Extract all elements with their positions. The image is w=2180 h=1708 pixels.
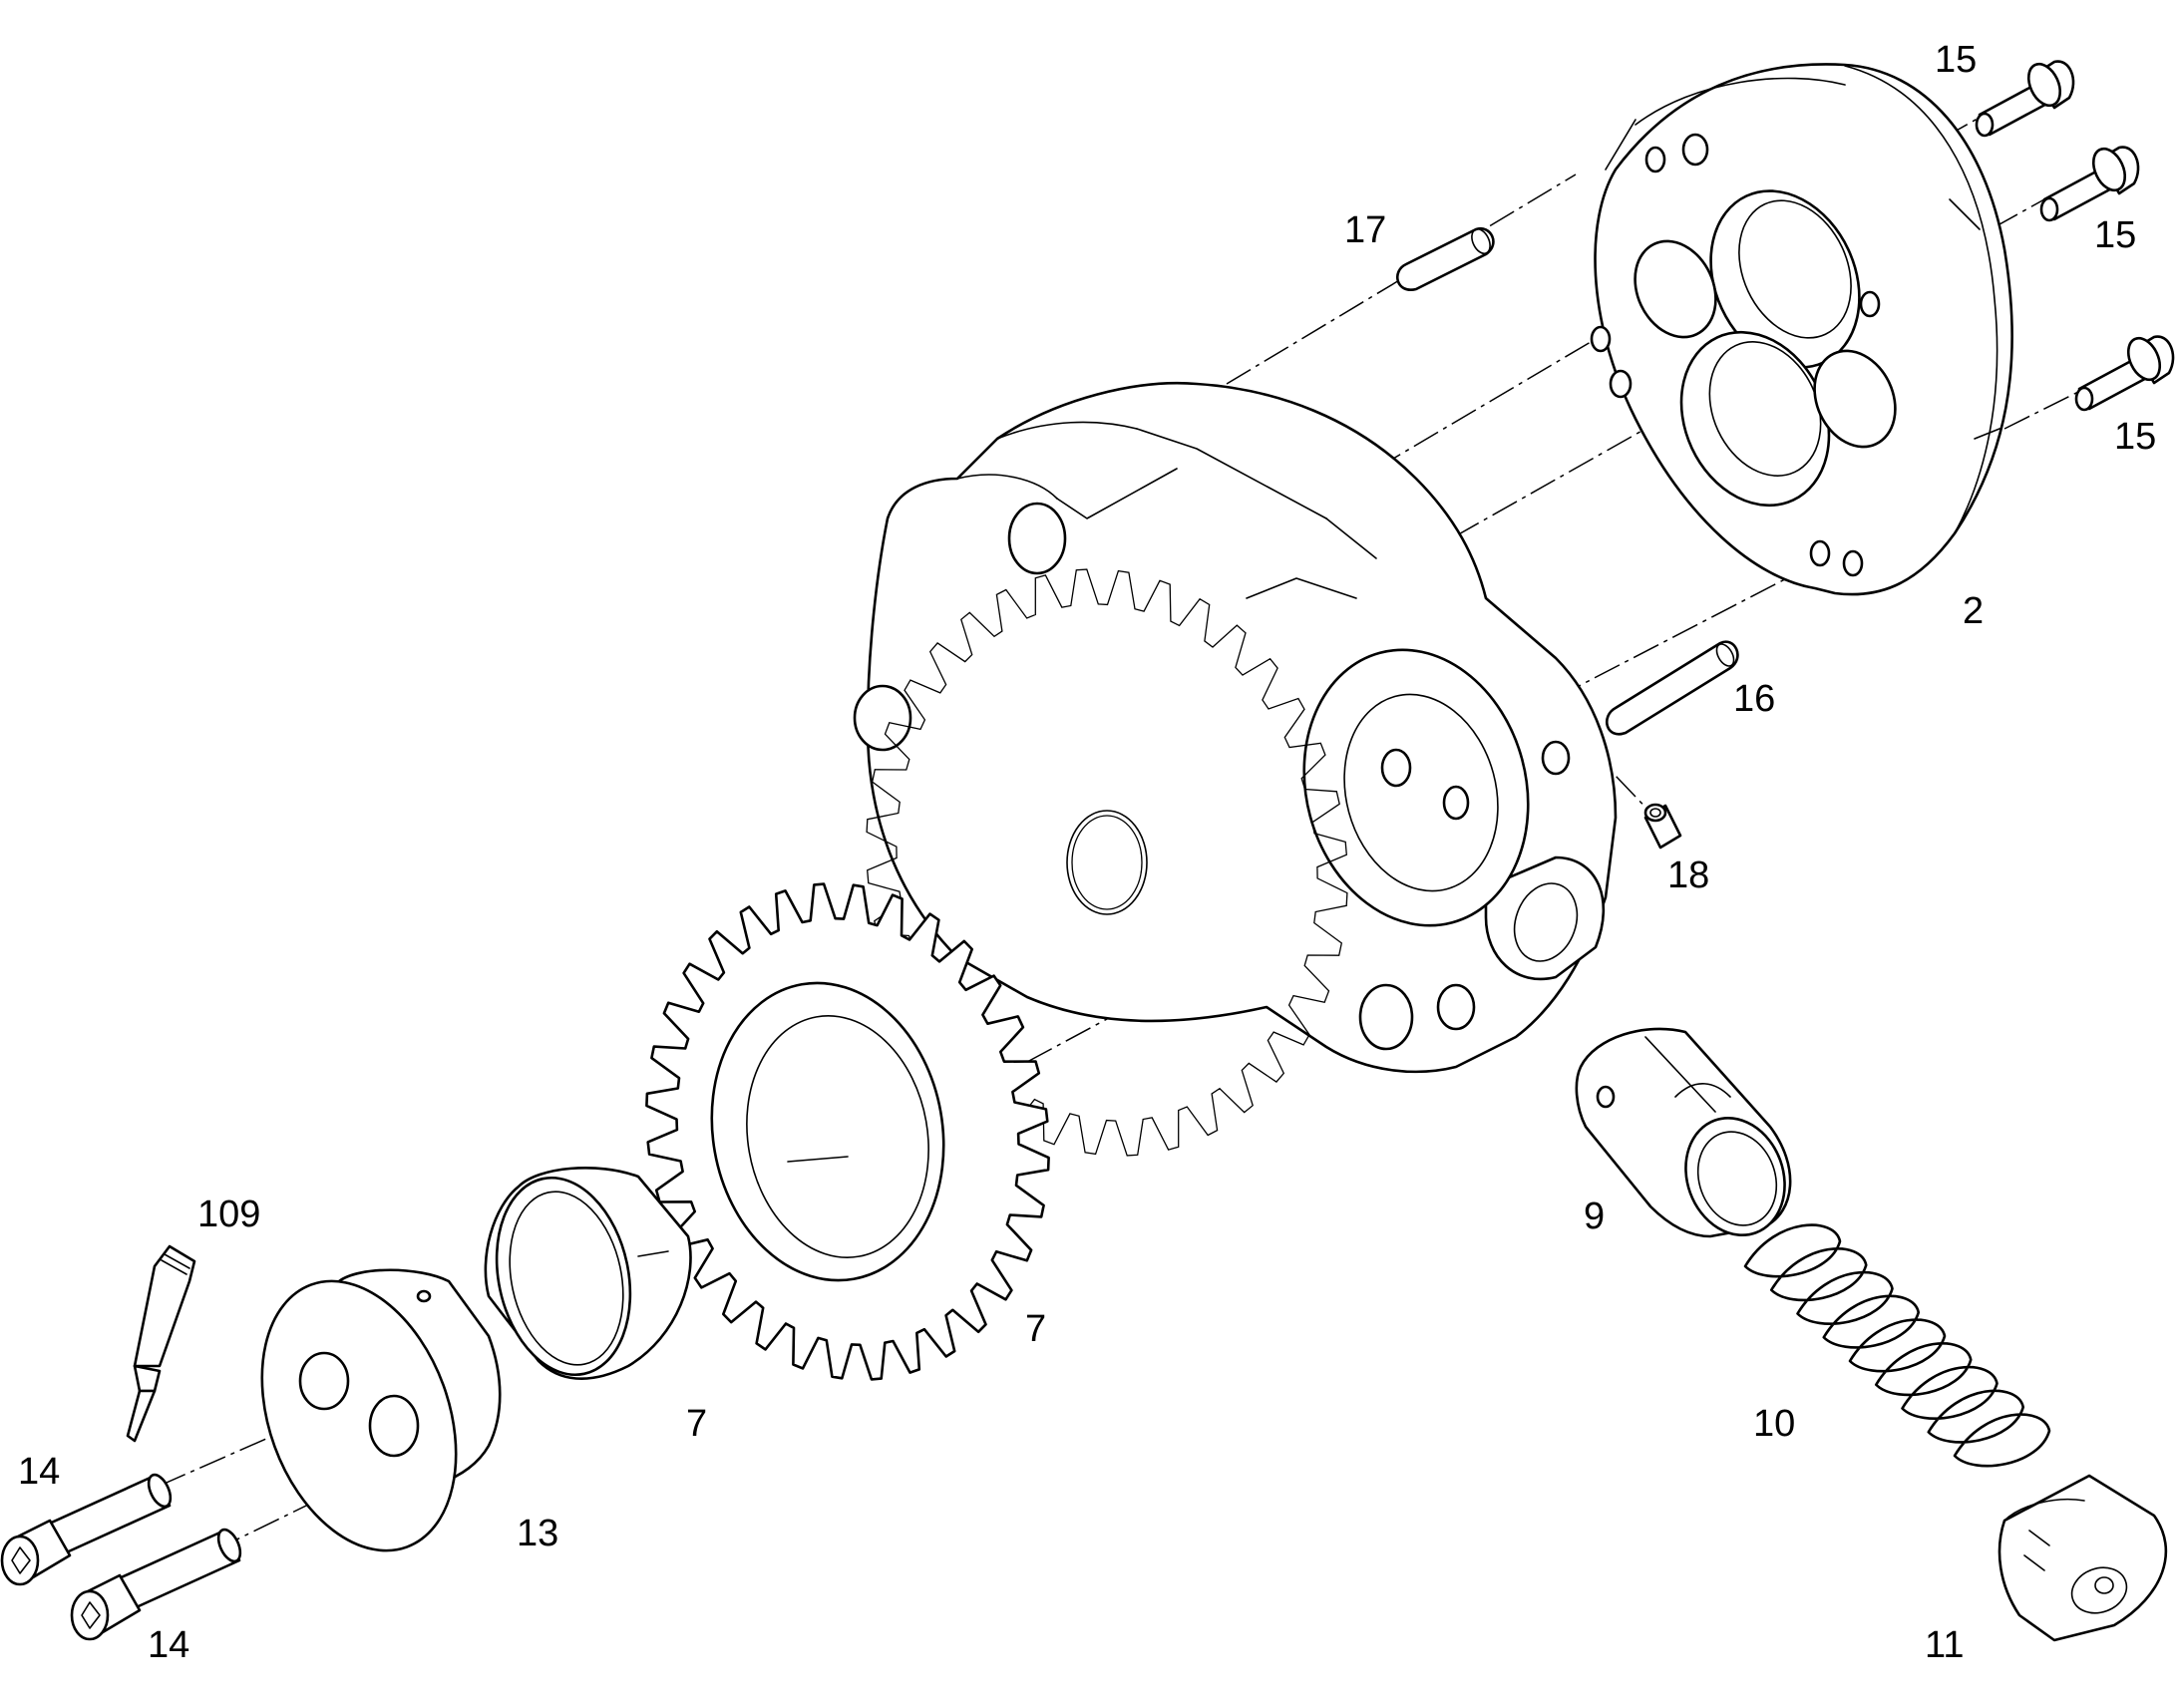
callout-18: 18 bbox=[1667, 854, 1709, 896]
callout-15: 15 bbox=[2094, 214, 2136, 256]
cap-screw-part-14-a bbox=[0, 1473, 173, 1586]
plug-part-11 bbox=[1998, 1474, 2168, 1642]
dowel-pin-part-17 bbox=[1396, 226, 1495, 291]
callout-109: 109 bbox=[197, 1194, 260, 1235]
cap-screw-part-15-c bbox=[2074, 335, 2175, 412]
compression-spring-part-10 bbox=[1743, 1223, 2051, 1468]
callout-14: 14 bbox=[148, 1624, 189, 1666]
cover-plate-part-2 bbox=[1590, 63, 2013, 596]
sleeve-part-18 bbox=[1643, 803, 1682, 850]
callout-11: 11 bbox=[1925, 1624, 1964, 1666]
callout-9: 9 bbox=[1584, 1196, 1605, 1237]
bushing-part-7 bbox=[484, 1167, 692, 1381]
callout-17: 17 bbox=[1344, 209, 1386, 251]
relief-valve-piston-part-9 bbox=[1575, 1027, 1792, 1238]
callout-15: 15 bbox=[1935, 39, 1977, 81]
roll-pin-part-16 bbox=[1606, 640, 1739, 736]
callout-2: 2 bbox=[1963, 590, 1984, 632]
flange-cover-part-13 bbox=[260, 1268, 502, 1552]
callout-15: 15 bbox=[2114, 416, 2156, 458]
cap-screw-part-15-b bbox=[2039, 146, 2140, 222]
pump-housing bbox=[853, 382, 1618, 1074]
spur-gear-part-7 bbox=[645, 882, 1050, 1381]
callout-14: 14 bbox=[18, 1451, 60, 1493]
cap-screw-part-15-a bbox=[1975, 60, 2075, 138]
callout-13: 13 bbox=[517, 1513, 558, 1554]
callout-7: 7 bbox=[1025, 1308, 1046, 1350]
internal-drive-gear bbox=[866, 568, 1348, 1157]
callout-10: 10 bbox=[1753, 1403, 1795, 1445]
sealant-tube-part-109 bbox=[126, 1244, 196, 1443]
cap-screw-part-14-b bbox=[70, 1528, 242, 1641]
callout-16: 16 bbox=[1733, 678, 1775, 720]
callout-labels: 15 15 15 17 2 16 18 9 7 7 10 109 14 14 1… bbox=[18, 39, 2156, 1666]
callout-7: 7 bbox=[686, 1403, 707, 1445]
